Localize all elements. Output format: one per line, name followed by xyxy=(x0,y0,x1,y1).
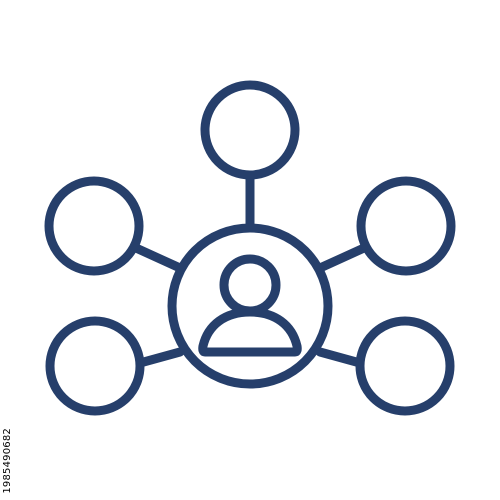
node-upper-right-circle xyxy=(356,176,456,276)
node-upper-left-circle xyxy=(44,176,144,276)
connector-lower-right xyxy=(315,347,365,368)
user-head-icon xyxy=(219,254,281,316)
connector-lower-left xyxy=(135,347,185,368)
connector-upper-right xyxy=(315,243,369,273)
user-body-icon xyxy=(198,307,302,357)
node-top-circle xyxy=(200,80,300,180)
node-lower-right-circle xyxy=(355,316,455,416)
connector-upper-left xyxy=(131,243,185,273)
node-lower-left-circle xyxy=(45,316,145,416)
stock-id-label: 1985490682 xyxy=(2,428,13,494)
center-hub-circle xyxy=(167,223,333,389)
